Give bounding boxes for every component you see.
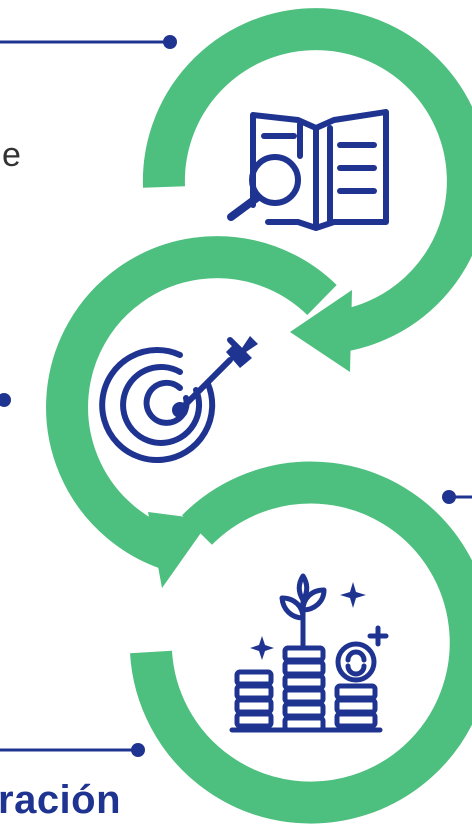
connector-middle <box>0 393 11 407</box>
arrow-ring-middle <box>46 236 337 588</box>
partial-title-text: ración <box>0 778 122 822</box>
target-arrow-icon <box>99 336 258 464</box>
connector-right <box>442 490 472 504</box>
connector-bottom <box>0 743 145 757</box>
arrow-ring-bottom <box>130 461 472 824</box>
partial-text-e: e <box>2 136 21 174</box>
arrow-ring-top <box>142 8 472 372</box>
coins-plant-icon <box>229 573 389 733</box>
connector-top <box>0 35 177 49</box>
book-magnifier-icon <box>227 109 389 231</box>
